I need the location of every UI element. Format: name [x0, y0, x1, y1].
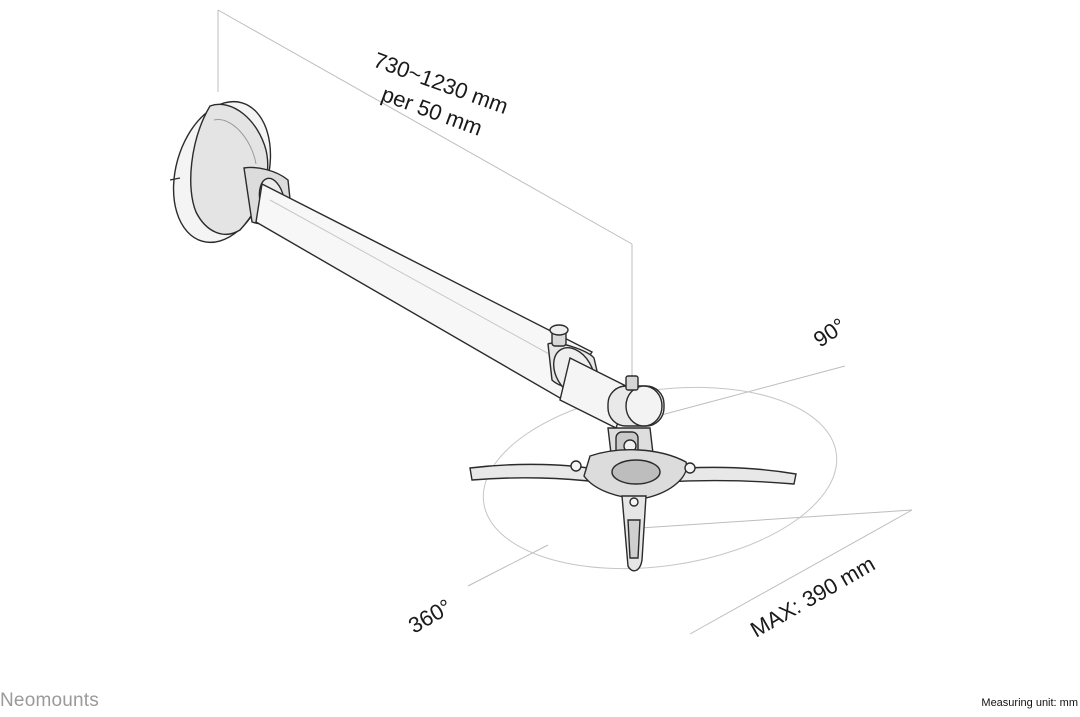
- rotation-angle-label: 360°: [404, 594, 456, 638]
- clamp-knob: [549, 324, 569, 347]
- measuring-unit-note: Measuring unit: mm: [981, 697, 1078, 709]
- tilt-angle-label: 90°: [809, 313, 851, 352]
- max-span-label: MAX: 390 mm: [746, 551, 879, 642]
- projector-bracket: [469, 449, 797, 572]
- tilt-head: [607, 375, 665, 463]
- telescopic-tube: [255, 182, 601, 399]
- dimension-guides: [217, 9, 913, 635]
- brand-logo: Neomounts: [0, 690, 99, 711]
